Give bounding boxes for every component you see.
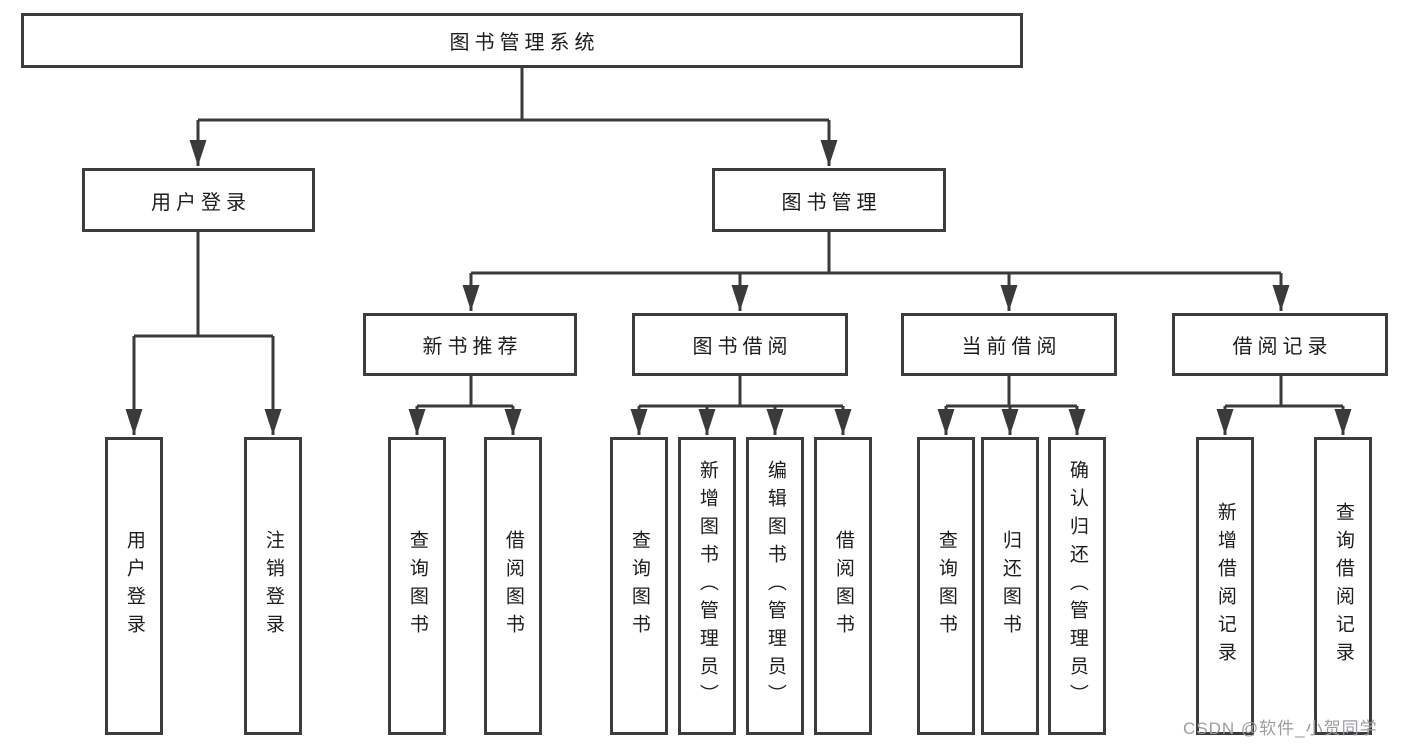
node-borrow-records: 借阅记录 [1172,313,1388,376]
leaf-query-books-recommend-label: 查询图书 [406,530,428,642]
node-book-borrow-label: 图书借阅 [692,336,793,358]
leaf-query-books-borrow-label: 查询图书 [628,530,650,642]
leaf-borrow-books-recommend: 借阅图书 [484,437,542,735]
leaf-logout: 注销登录 [244,437,302,735]
leaf-return-books-label: 归还图书 [999,530,1021,642]
node-user-login-label: 用户登录 [151,191,251,214]
node-current-borrow-label: 当前借阅 [961,336,1062,358]
leaf-user-login: 用户登录 [105,437,163,735]
leaf-query-books-current-label: 查询图书 [935,530,957,642]
node-book-borrow: 图书借阅 [632,313,848,376]
leaf-user-login-label: 用户登录 [123,530,145,642]
leaf-edit-books-admin: 编辑图书（管理员） [746,437,804,735]
node-user-login: 用户登录 [82,168,315,232]
node-new-book-recommend-label: 新书推荐 [422,336,523,358]
leaf-return-books: 归还图书 [981,437,1039,735]
leaf-add-books-admin-label: 新增图书（管理员） [696,460,718,712]
leaf-query-books-borrow: 查询图书 [610,437,668,735]
leaf-add-borrow-record-label: 新增借阅记录 [1214,502,1236,670]
node-new-book-recommend: 新书推荐 [363,313,577,376]
node-book-management: 图书管理 [712,168,946,232]
leaf-borrow-books-recommend-label: 借阅图书 [502,530,524,642]
leaf-query-books-current: 查询图书 [917,437,975,735]
leaf-confirm-return-admin: 确认归还（管理员） [1048,437,1106,735]
leaf-query-borrow-record: 查询借阅记录 [1314,437,1372,735]
leaf-add-borrow-record: 新增借阅记录 [1196,437,1254,735]
node-current-borrow: 当前借阅 [901,313,1117,376]
leaf-edit-books-admin-label: 编辑图书（管理员） [764,460,786,712]
watermark: CSDN @软件_小贺同学 [1183,719,1378,738]
node-book-management-label: 图书管理 [781,191,882,214]
leaf-add-books-admin: 新增图书（管理员） [678,437,736,735]
leaf-query-books-recommend: 查询图书 [388,437,446,735]
leaf-confirm-return-admin-label: 确认归还（管理员） [1066,460,1088,712]
node-library-system-label: 图书管理系统 [449,32,600,54]
node-library-system: 图书管理系统 [21,13,1023,68]
node-borrow-records-label: 借阅记录 [1232,336,1333,358]
leaf-borrow-books-label: 借阅图书 [832,530,854,642]
leaf-logout-label: 注销登录 [262,530,284,642]
leaf-borrow-books: 借阅图书 [814,437,872,735]
leaf-query-borrow-record-label: 查询借阅记录 [1332,502,1354,670]
